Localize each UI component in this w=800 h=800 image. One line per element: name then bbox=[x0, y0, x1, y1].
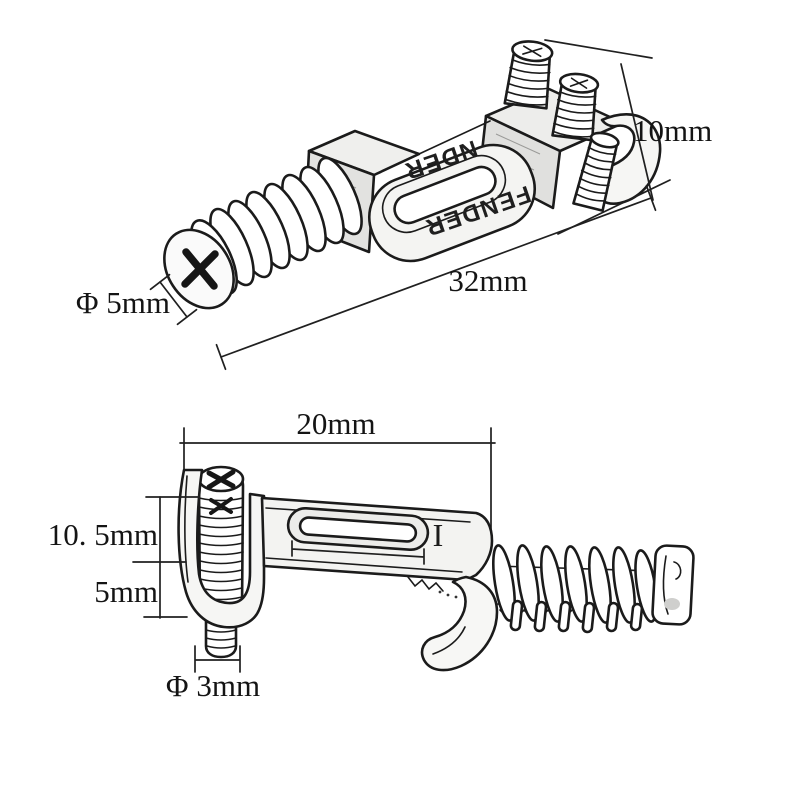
head-shading bbox=[664, 598, 680, 610]
plate-slot: I bbox=[286, 507, 444, 565]
dim-overall-height-label: 10mm bbox=[633, 113, 712, 148]
dim-upper-height-label: 10. 5mm bbox=[48, 517, 158, 552]
dim-overall-length-label: 32mm bbox=[448, 263, 527, 298]
side-view: I bbox=[48, 406, 695, 703]
hook-screw bbox=[572, 131, 620, 212]
dim-stud-diameter-label: Φ 3mm bbox=[166, 668, 260, 703]
texture-dot bbox=[446, 593, 450, 597]
dim-overall-length: 32mm bbox=[215, 184, 657, 371]
dim-overall-height: 10mm bbox=[544, 39, 712, 235]
intonation-spring bbox=[209, 156, 363, 287]
slot-i-mark: I bbox=[433, 517, 444, 553]
dim-screw-head-diameter: Φ 5mm bbox=[76, 273, 198, 326]
dim-saddle-width-label: 20mm bbox=[296, 406, 375, 441]
side-spring bbox=[492, 544, 658, 634]
texture-dot bbox=[438, 590, 442, 594]
plate-back-edge bbox=[418, 120, 491, 155]
dim-stud-diameter: Φ 3mm bbox=[166, 645, 260, 703]
phillips-cross-lower-icon bbox=[209, 497, 233, 515]
dim-screw-head-diameter-label: Φ 5mm bbox=[76, 285, 170, 320]
saddle-clamp bbox=[177, 468, 266, 629]
dim-saddle-width: 20mm bbox=[179, 406, 496, 444]
side-string-hook bbox=[420, 575, 499, 672]
vertical-screw-body bbox=[197, 465, 245, 612]
top-view: NDER FENDER Φ 5mm 32 bbox=[76, 39, 712, 371]
phillips-screw-head bbox=[163, 219, 238, 310]
texture-dot bbox=[454, 595, 458, 599]
phillips-cross-top-icon bbox=[206, 469, 236, 490]
slot-reference-line bbox=[291, 540, 425, 565]
height-screw-2 bbox=[551, 72, 600, 142]
side-spring-screw-head bbox=[651, 544, 695, 626]
height-screw-1 bbox=[503, 40, 554, 110]
phillips-cross-icon bbox=[181, 248, 219, 290]
dim-lower-height-label: 5mm bbox=[94, 574, 158, 609]
dim-heights: 10. 5mm 5mm bbox=[48, 496, 200, 619]
serration-detail bbox=[407, 576, 444, 592]
